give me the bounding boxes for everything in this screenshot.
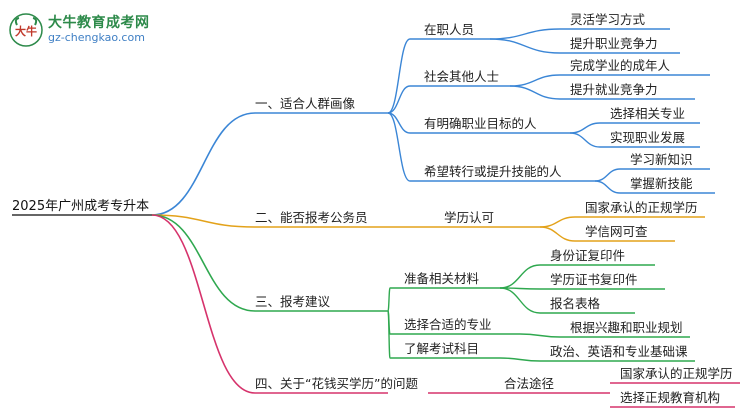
sub-connector [387,112,411,182]
logo-mark-text: 大牛 [15,24,37,38]
leaf-label[interactable]: 学信网可查 [585,224,648,239]
sub-topic-label[interactable]: 在职人员 [424,22,474,37]
branch-label-4[interactable]: 四、关于“花钱买学历”的问题 [255,376,418,391]
branch-label-3[interactable]: 三、报考建议 [255,294,331,309]
leaf-connector [489,38,561,54]
leaf-label[interactable]: 选择相关专业 [610,106,685,121]
leaf-connector [539,226,576,242]
leaf-connector [489,28,561,40]
leaf-label[interactable]: 根据兴趣和职业规划 [570,320,683,335]
leaf-label[interactable]: 实现职业发展 [610,130,685,145]
leaf-label[interactable]: 灵活学习方式 [570,12,646,27]
leaf-label[interactable]: 国家承认的正规学历 [620,366,733,381]
leaf-label[interactable]: 身份证复印件 [550,248,625,263]
ox-mascot-icon: 大牛 [9,13,43,47]
site-logo[interactable]: 大牛 大牛教育成考网 gz-chengkao.com [8,10,178,50]
leaf-connector [569,122,601,134]
leaf-connector [519,333,561,338]
leaf-label[interactable]: 完成学业的成年人 [570,58,671,73]
leaf-label[interactable]: 选择正规教育机构 [620,390,720,405]
node-labels: 2025年广州成考专升本 一、适合人群画像 在职人员 灵活学习方式提升职业竞争力社会其… [12,12,733,405]
branch-connector [151,112,256,216]
leaf-label[interactable]: 学习新知识 [630,152,693,167]
sub-topic-label[interactable]: 了解考试科目 [404,341,479,356]
leaf-label[interactable]: 报名表格 [550,296,601,311]
leaf-label[interactable]: 提升就业竞争力 [570,82,658,97]
sub-connector [387,38,411,114]
branch-label-2[interactable]: 二、能否报考公务员 [255,210,368,225]
logo-title: 大牛教育成考网 [48,15,150,31]
leaf-label[interactable]: 学历证书复印件 [550,272,638,287]
branch-connector [151,214,256,312]
leaf-connector [594,168,621,182]
sub-connector [387,287,391,312]
connector-lines [12,28,740,408]
leaf-connector [569,132,601,148]
sub-topic-label[interactable]: 选择合适的专业 [404,317,492,332]
sub-topic-label[interactable]: 准备相关材料 [404,271,480,286]
leaf-label[interactable]: 国家承认的正规学历 [585,200,698,215]
branch-connector [151,214,256,394]
leaf-connector [499,357,541,362]
sub-topic-label[interactable]: 希望转行或提升技能的人 [424,164,562,179]
leaf-label[interactable]: 掌握新技能 [630,176,693,191]
leaf-connector [594,180,621,194]
sub-connector [387,85,411,114]
sub-topic-label[interactable]: 有明确职业目标的人 [424,116,537,131]
branch-label-1[interactable]: 一、适合人群画像 [255,96,356,111]
root-node-label[interactable]: 2025年广州成考专升本 [12,199,149,214]
leaf-label[interactable]: 政治、英语和专业基础课 [550,344,688,359]
leaf-connector [509,85,561,100]
leaf-connector [499,264,541,289]
sub-connector [387,310,391,359]
leaf-connector [539,216,576,228]
leaf-label[interactable]: 提升职业竞争力 [570,36,658,51]
leaf-connector [509,74,561,87]
branch-connector [151,214,256,228]
sub-topic-label[interactable]: 学历认可 [444,210,494,225]
leaf-connector [499,287,541,314]
sub-topic-label[interactable]: 合法途径 [504,376,554,391]
sub-topic-label[interactable]: 社会其他人士 [424,69,499,84]
logo-url: gz-chengkao.com [48,31,145,44]
